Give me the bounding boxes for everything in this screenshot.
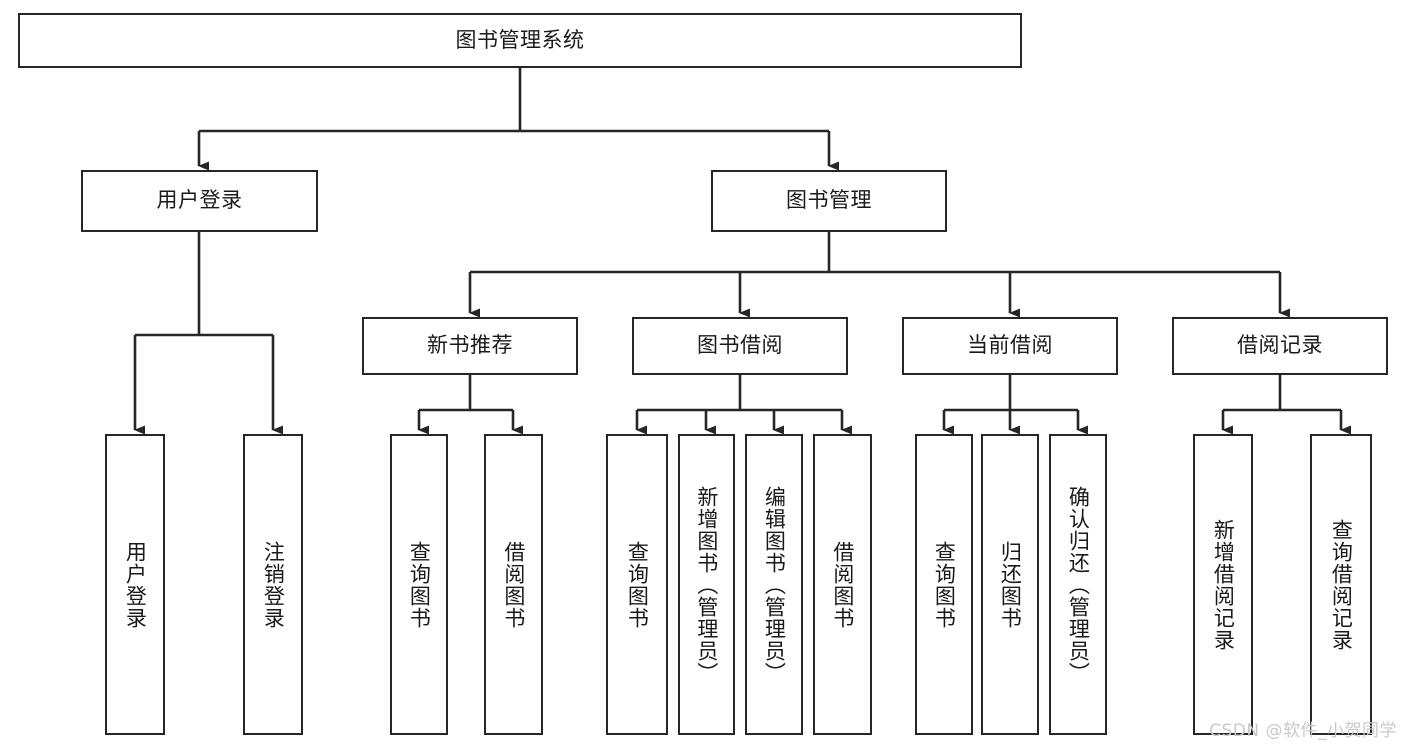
leaf-node-11[interactable]: 新增借阅记录 — [1193, 434, 1253, 735]
leaf-node-9-label: 归还图书 — [998, 540, 1023, 629]
leaf-node-11-label: 新增借阅记录 — [1211, 518, 1236, 651]
leaf-node-4-label: 查询图书 — [625, 540, 650, 629]
level2-node-0[interactable]: 用户登录 — [81, 170, 318, 232]
leaf-node-0[interactable]: 用户登录 — [105, 434, 165, 735]
leaf-node-5[interactable]: 新增图书（管理员） — [678, 434, 735, 735]
root-node-0-label: 图书管理系统 — [455, 27, 585, 52]
level2-node-0-label: 用户登录 — [156, 188, 243, 213]
leaf-node-5-label: 新增图书（管理员） — [694, 485, 719, 684]
leaf-node-1-label: 注销登录 — [261, 540, 286, 629]
leaf-node-6[interactable]: 编辑图书（管理员） — [745, 434, 803, 735]
leaf-node-3-label: 借阅图书 — [501, 540, 526, 629]
leaf-node-6-label: 编辑图书（管理员） — [762, 485, 787, 684]
leaf-node-0-label: 用户登录 — [123, 540, 148, 629]
level3-node-2-label: 当前借阅 — [967, 333, 1053, 358]
leaf-node-10-label: 确认归还（管理员） — [1066, 485, 1091, 684]
level3-node-3-label: 借阅记录 — [1237, 333, 1323, 358]
leaf-node-8-label: 查询图书 — [932, 540, 957, 629]
level3-node-1-label: 图书借阅 — [697, 333, 783, 358]
leaf-node-3[interactable]: 借阅图书 — [484, 434, 543, 735]
leaf-node-7-label: 借阅图书 — [830, 540, 855, 629]
level2-node-1[interactable]: 图书管理 — [711, 170, 947, 232]
level2-node-1-label: 图书管理 — [786, 188, 872, 213]
leaf-node-12-label: 查询借阅记录 — [1329, 518, 1354, 651]
level3-node-1[interactable]: 图书借阅 — [632, 317, 848, 375]
leaf-node-1[interactable]: 注销登录 — [243, 434, 303, 735]
leaf-node-9[interactable]: 归还图书 — [981, 434, 1039, 735]
level3-node-2[interactable]: 当前借阅 — [902, 317, 1118, 375]
level3-node-0[interactable]: 新书推荐 — [362, 317, 578, 375]
level3-node-0-label: 新书推荐 — [427, 333, 513, 358]
leaf-node-7[interactable]: 借阅图书 — [813, 434, 872, 735]
leaf-node-8[interactable]: 查询图书 — [915, 434, 973, 735]
leaf-node-2[interactable]: 查询图书 — [390, 434, 448, 735]
connectors-group — [133, 68, 1351, 435]
leaf-node-10[interactable]: 确认归还（管理员） — [1049, 434, 1107, 735]
level3-node-3[interactable]: 借阅记录 — [1172, 317, 1388, 375]
root-node-0[interactable]: 图书管理系统 — [18, 13, 1022, 68]
leaf-node-2-label: 查询图书 — [407, 540, 432, 629]
leaf-node-12[interactable]: 查询借阅记录 — [1310, 434, 1372, 735]
leaf-node-4[interactable]: 查询图书 — [606, 434, 668, 735]
